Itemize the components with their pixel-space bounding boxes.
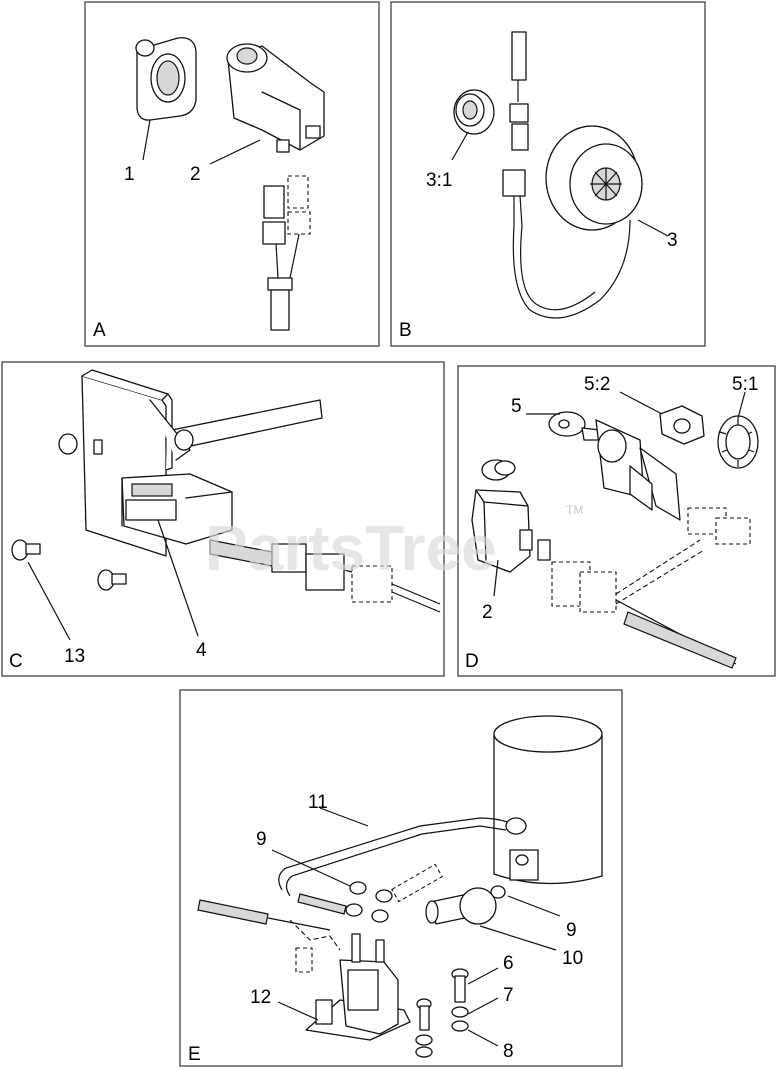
callout-e-6: 6 <box>503 953 514 974</box>
part-key-switch <box>548 411 681 521</box>
part-harness-c <box>209 539 441 613</box>
panel-e: 11 9 9 10 6 7 12 8 E <box>179 689 623 1067</box>
watermark: PartsTree <box>205 512 497 584</box>
callout-e-12: 12 <box>250 987 271 1008</box>
callout-d-5-2: 5:2 <box>584 374 610 395</box>
panel-c: 13 4 C <box>1 361 445 677</box>
callout-e-9-right: 9 <box>566 920 577 941</box>
panel-label-c: C <box>9 651 23 672</box>
panel-d: 5 5:2 5:1 2 D <box>457 365 776 677</box>
part-bolts <box>415 968 469 1058</box>
part-buzzer <box>545 125 643 231</box>
part-lead-wire <box>197 863 443 931</box>
part-switch-housing <box>226 43 325 153</box>
part-terminal-boot <box>425 887 497 925</box>
callout-e-10: 10 <box>562 948 583 969</box>
callout-d-2: 2 <box>482 602 493 623</box>
part-plunger-switch <box>471 459 551 573</box>
part-lock-washer <box>717 415 759 469</box>
part-solenoid <box>289 919 411 1041</box>
callout-b-3: 3 <box>667 230 678 251</box>
part-harness-a <box>262 175 311 331</box>
panel-label-d: D <box>465 651 479 672</box>
panel-label-e: E <box>188 1044 201 1065</box>
callout-e-8: 8 <box>503 1041 514 1062</box>
callout-c-13: 13 <box>64 646 85 667</box>
part-starter-motor <box>493 715 603 885</box>
part-harness-d <box>551 507 751 669</box>
callout-d-5-1: 5:1 <box>732 374 758 395</box>
part-nuts-washers <box>349 881 506 923</box>
part-bezel <box>135 37 197 121</box>
part-battery-cable <box>278 817 527 917</box>
callout-e-7: 7 <box>503 985 514 1006</box>
callout-a-2: 2 <box>190 164 201 185</box>
part-grommet <box>453 89 495 135</box>
panel-a: 1 2 A <box>84 1 380 347</box>
part-micro-switch <box>121 473 233 545</box>
panel-label-a: A <box>93 320 106 341</box>
panel-b: 3:1 3 B <box>390 1 706 347</box>
callout-a-1: 1 <box>124 164 135 185</box>
callout-e-11: 11 <box>308 792 328 813</box>
callout-e-9-left: 9 <box>256 829 267 850</box>
part-nut <box>659 405 705 445</box>
callout-d-5: 5 <box>511 396 522 417</box>
part-screws <box>11 539 127 591</box>
part-sensor-lead <box>502 31 631 319</box>
watermark-tm: TM <box>566 503 583 517</box>
callout-b-3-1: 3:1 <box>426 170 452 191</box>
panel-label-b: B <box>399 320 412 341</box>
callout-c-4: 4 <box>196 640 207 661</box>
